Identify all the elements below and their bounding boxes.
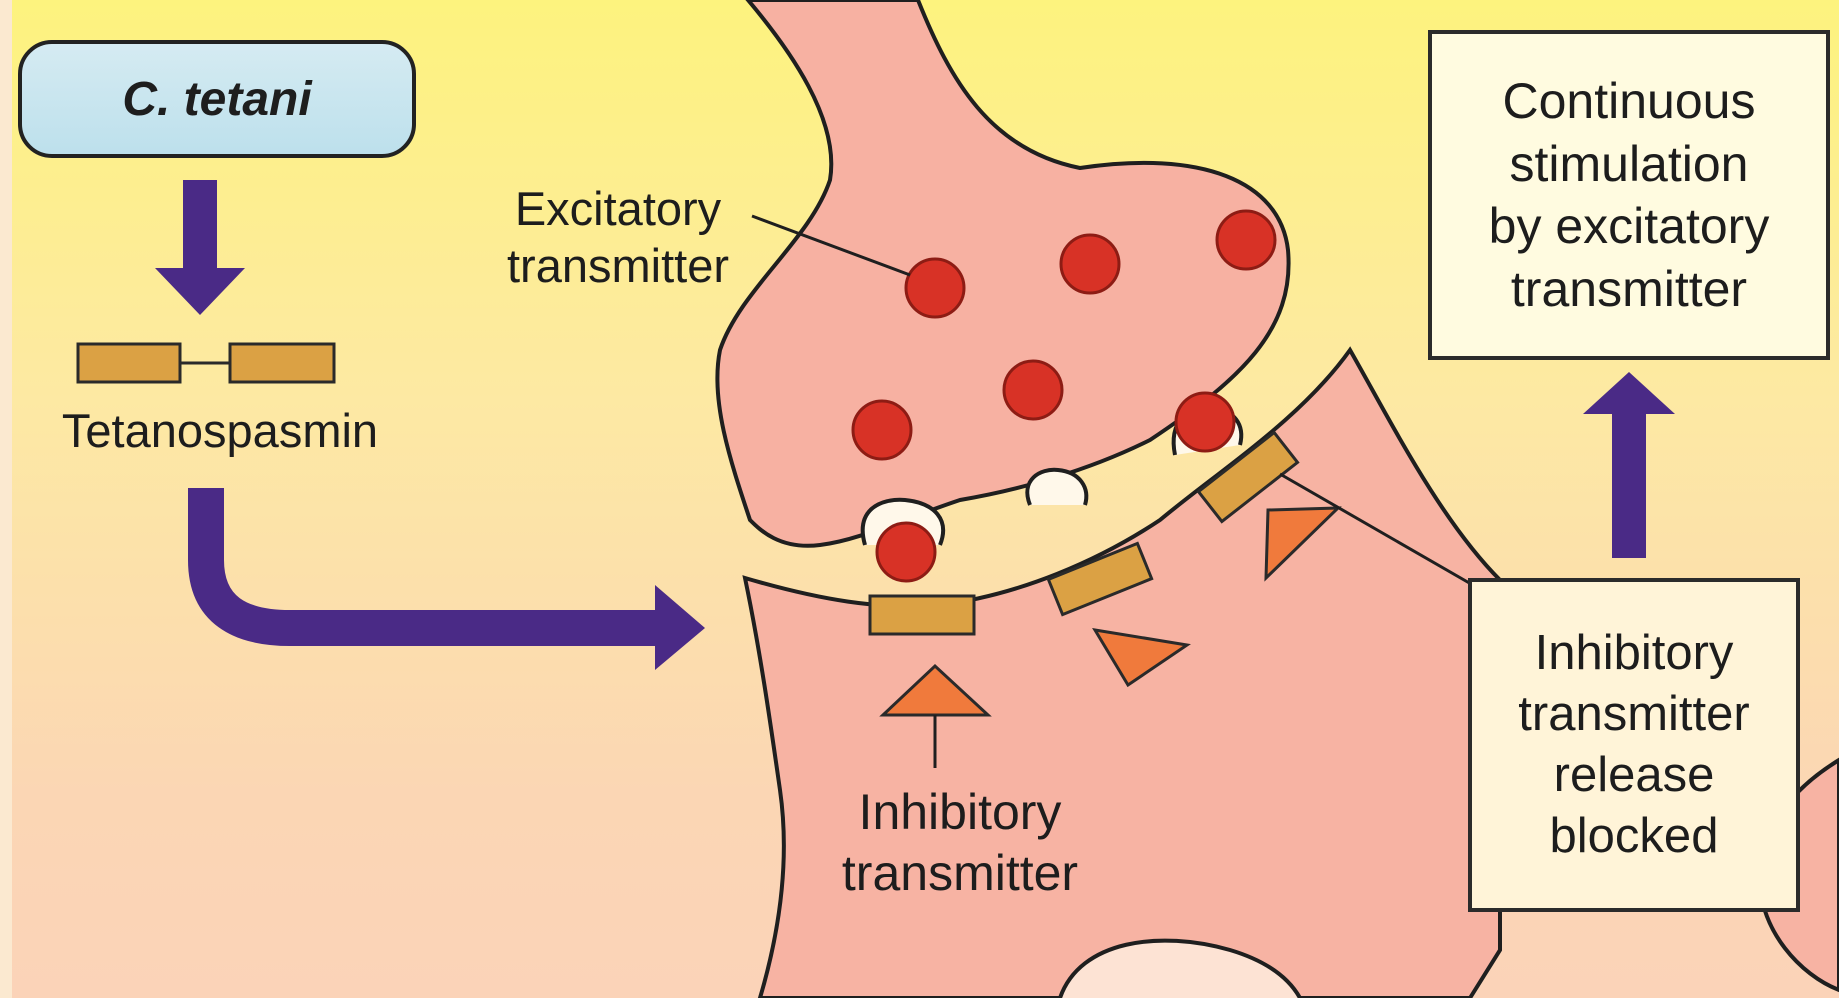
excitatory-vesicle [877,523,935,581]
source-organism-label: C. tetani [18,40,416,158]
down-arrow-icon [155,180,245,315]
excitatory-vesicle [1176,393,1234,451]
up-arrow-icon [1583,372,1675,558]
toxin-icon [78,344,334,382]
curved-arrow-icon [206,488,705,670]
blocked-release-box: Inhibitory transmitter release blocked [1468,578,1800,912]
presynaptic-neuron [717,0,1288,546]
excitatory-vesicle [853,401,911,459]
excitatory-vesicle [906,259,964,317]
toxin-fragment [870,596,974,634]
inhibitory-transmitter-label: Inhibitory transmitter [820,782,1100,904]
release-pocket [1027,470,1086,505]
result-box: Continuous stimulation by excitatory tra… [1428,30,1830,360]
excitatory-vesicle [1217,211,1275,269]
excitatory-vesicle [1061,235,1119,293]
excitatory-vesicle [1004,361,1062,419]
toxin-label: Tetanospasmin [40,402,400,459]
excitatory-transmitter-label: Excitatory transmitter [478,180,758,295]
